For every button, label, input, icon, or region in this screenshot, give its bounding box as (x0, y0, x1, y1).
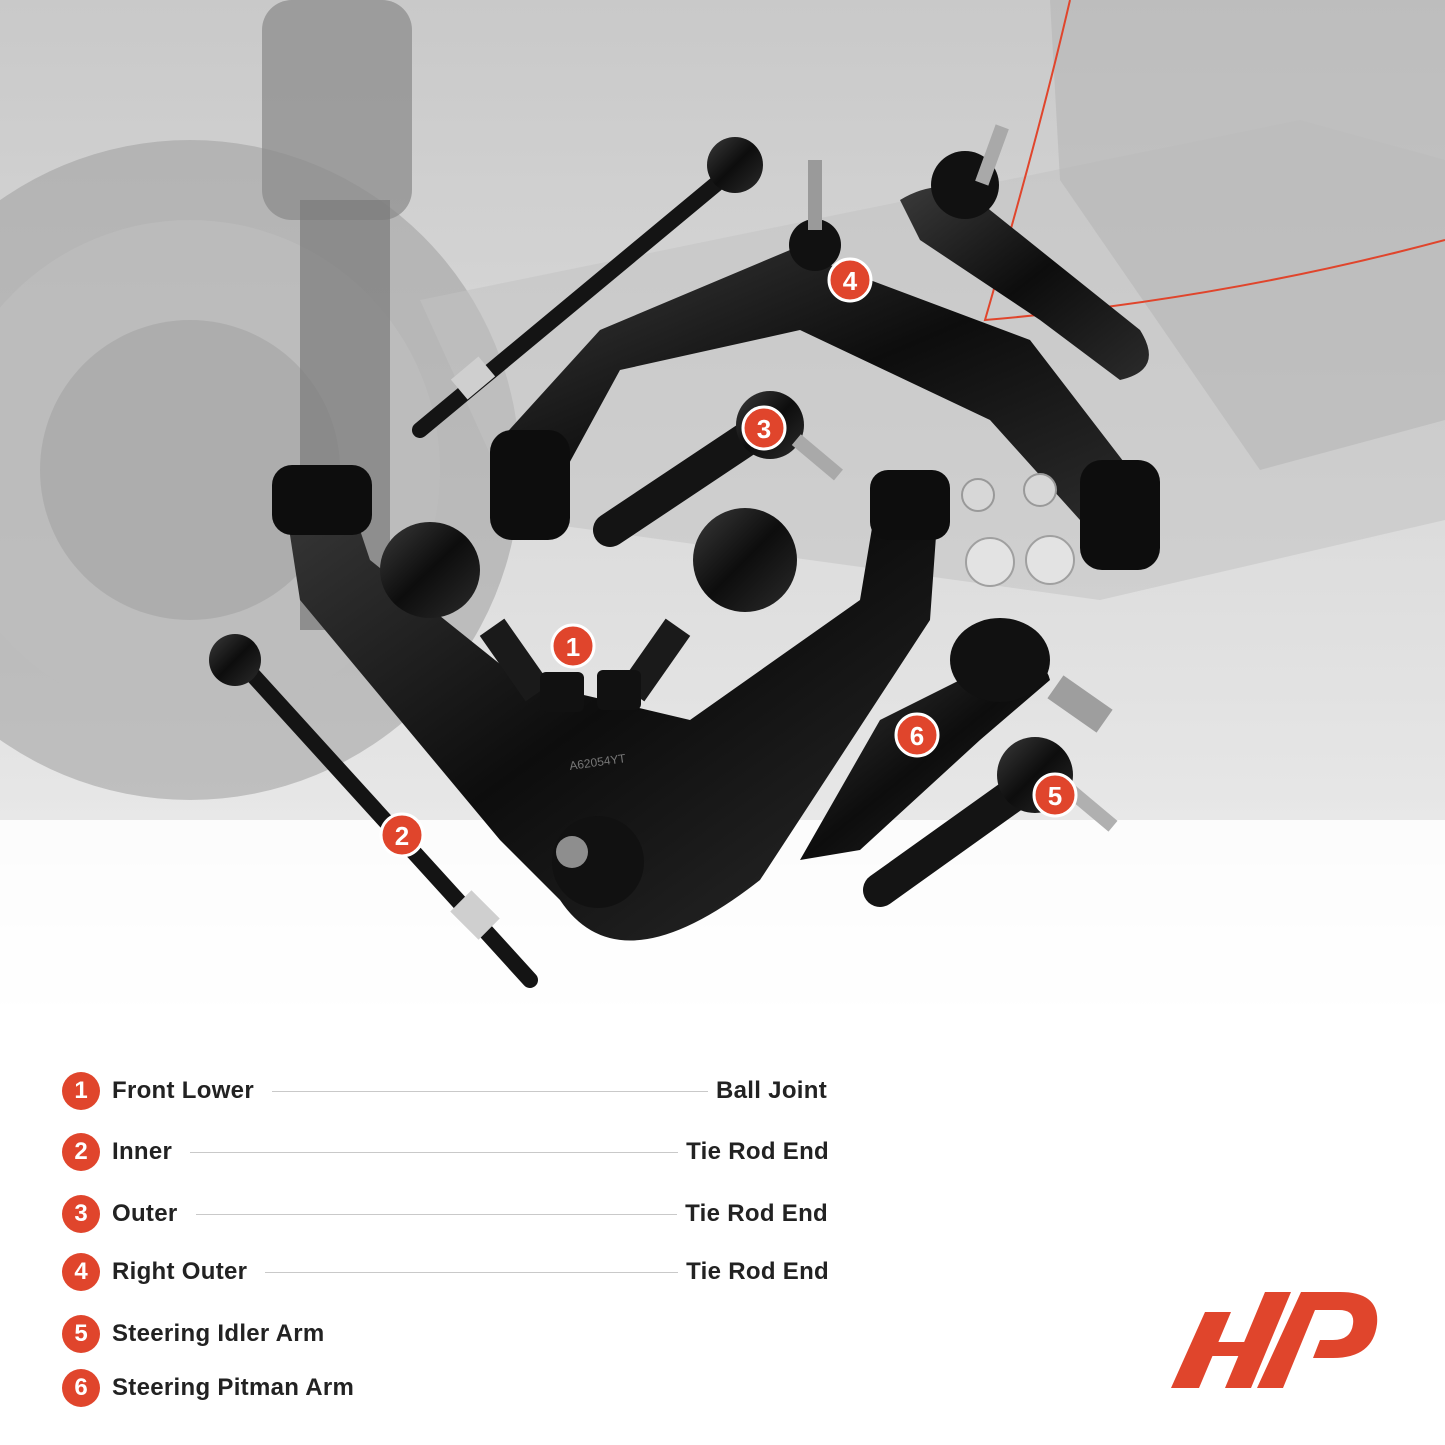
legend-number: 5 (62, 1315, 100, 1353)
brand-logo-icon (1171, 1292, 1378, 1388)
product-scene: A62054YT (0, 0, 1445, 1060)
inner-tie-rod-upper (412, 137, 763, 438)
legend-part-name: Steering Idler Arm (112, 1320, 325, 1347)
callout-3 (741, 405, 787, 451)
legend-part-type: Tie Rod End (685, 1200, 828, 1227)
legend-part-type: Tie Rod End (686, 1258, 829, 1285)
legend-number: 6 (62, 1369, 100, 1407)
legend-row-4: 4 Right Outer Tie Rod End (62, 1252, 829, 1292)
svg-text:6: 6 (910, 721, 924, 751)
legend-part-type: Tie Rod End (686, 1138, 829, 1165)
callout-6 (894, 712, 940, 758)
idler-arm-top (900, 124, 1149, 380)
legend-part-name: Inner (112, 1138, 173, 1165)
control-arm-upper (490, 160, 1160, 570)
callout-1 (550, 623, 596, 669)
svg-text:4: 4 (843, 266, 858, 296)
legend-row-2: 2 Inner Tie Rod End (62, 1132, 829, 1172)
legend-part-name: Outer (112, 1200, 178, 1227)
svg-text:2: 2 (395, 821, 409, 851)
callout-4 (827, 257, 873, 303)
callout-badges: 1 2 3 4 5 6 (379, 257, 1078, 858)
svg-text:3: 3 (757, 414, 771, 444)
legend-row-6: 6 Steering Pitman Arm (62, 1368, 354, 1408)
legend-part-name: Steering Pitman Arm (112, 1374, 355, 1401)
legend-number: 2 (62, 1133, 100, 1171)
callout-2 (379, 812, 425, 858)
legend-number: 3 (62, 1195, 100, 1233)
legend-number: 1 (62, 1072, 100, 1110)
legend-divider (195, 1213, 678, 1215)
legend-part-name: Right Outer (112, 1258, 248, 1285)
legend-part-type: Ball Joint (715, 1077, 827, 1104)
ball-joints (380, 508, 797, 712)
legend-part-name: Front Lower (112, 1077, 254, 1104)
pitman-arm (800, 618, 1113, 860)
svg-text:5: 5 (1048, 781, 1062, 811)
legend-row-5: 5 Steering Idler Arm (62, 1314, 325, 1354)
legend-number: 4 (62, 1253, 100, 1291)
legend-divider (190, 1151, 679, 1153)
legend-divider (271, 1090, 708, 1092)
inner-tie-rod-lower (209, 634, 538, 988)
hardware (961, 473, 1075, 587)
legend-row-3: 3 Outer Tie Rod End (62, 1194, 828, 1234)
svg-text:1: 1 (566, 632, 580, 662)
legend-row-1: 1 Front Lower Ball Joint (62, 1071, 827, 1111)
callout-5 (1032, 772, 1078, 818)
highlight-outline (983, 0, 1445, 322)
legend-divider (265, 1271, 679, 1273)
